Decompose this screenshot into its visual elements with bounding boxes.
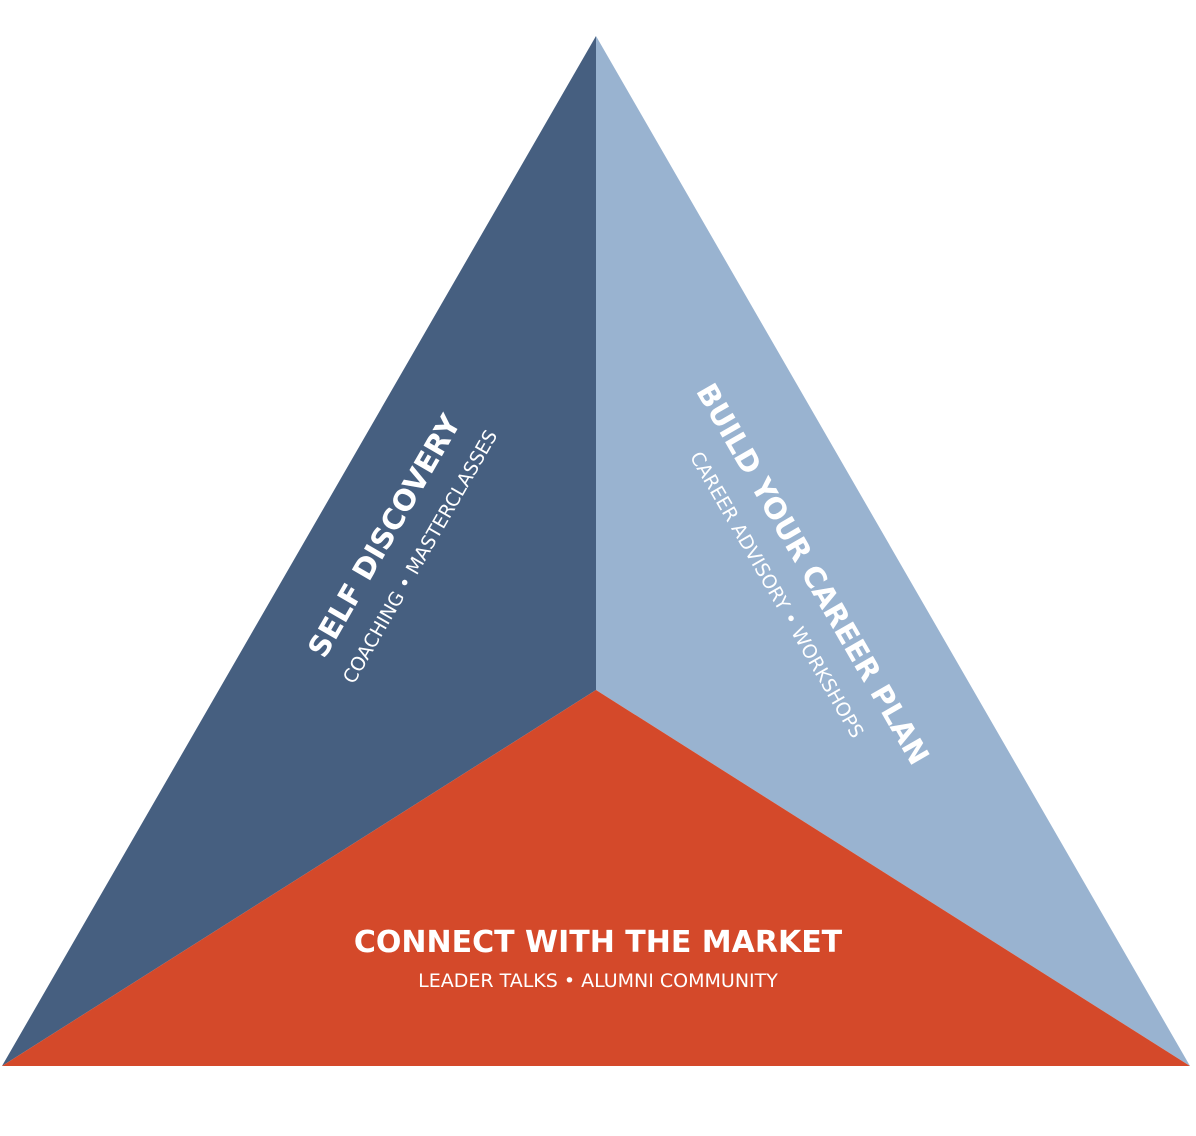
market-face <box>2 690 1190 1066</box>
career-plan-face <box>596 36 1190 1066</box>
market-subtitle: LEADER TALKS • ALUMNI COMMUNITY <box>418 970 778 992</box>
self-discovery-face <box>2 36 596 1066</box>
market-title: CONNECT WITH THE MARKET <box>354 925 843 960</box>
